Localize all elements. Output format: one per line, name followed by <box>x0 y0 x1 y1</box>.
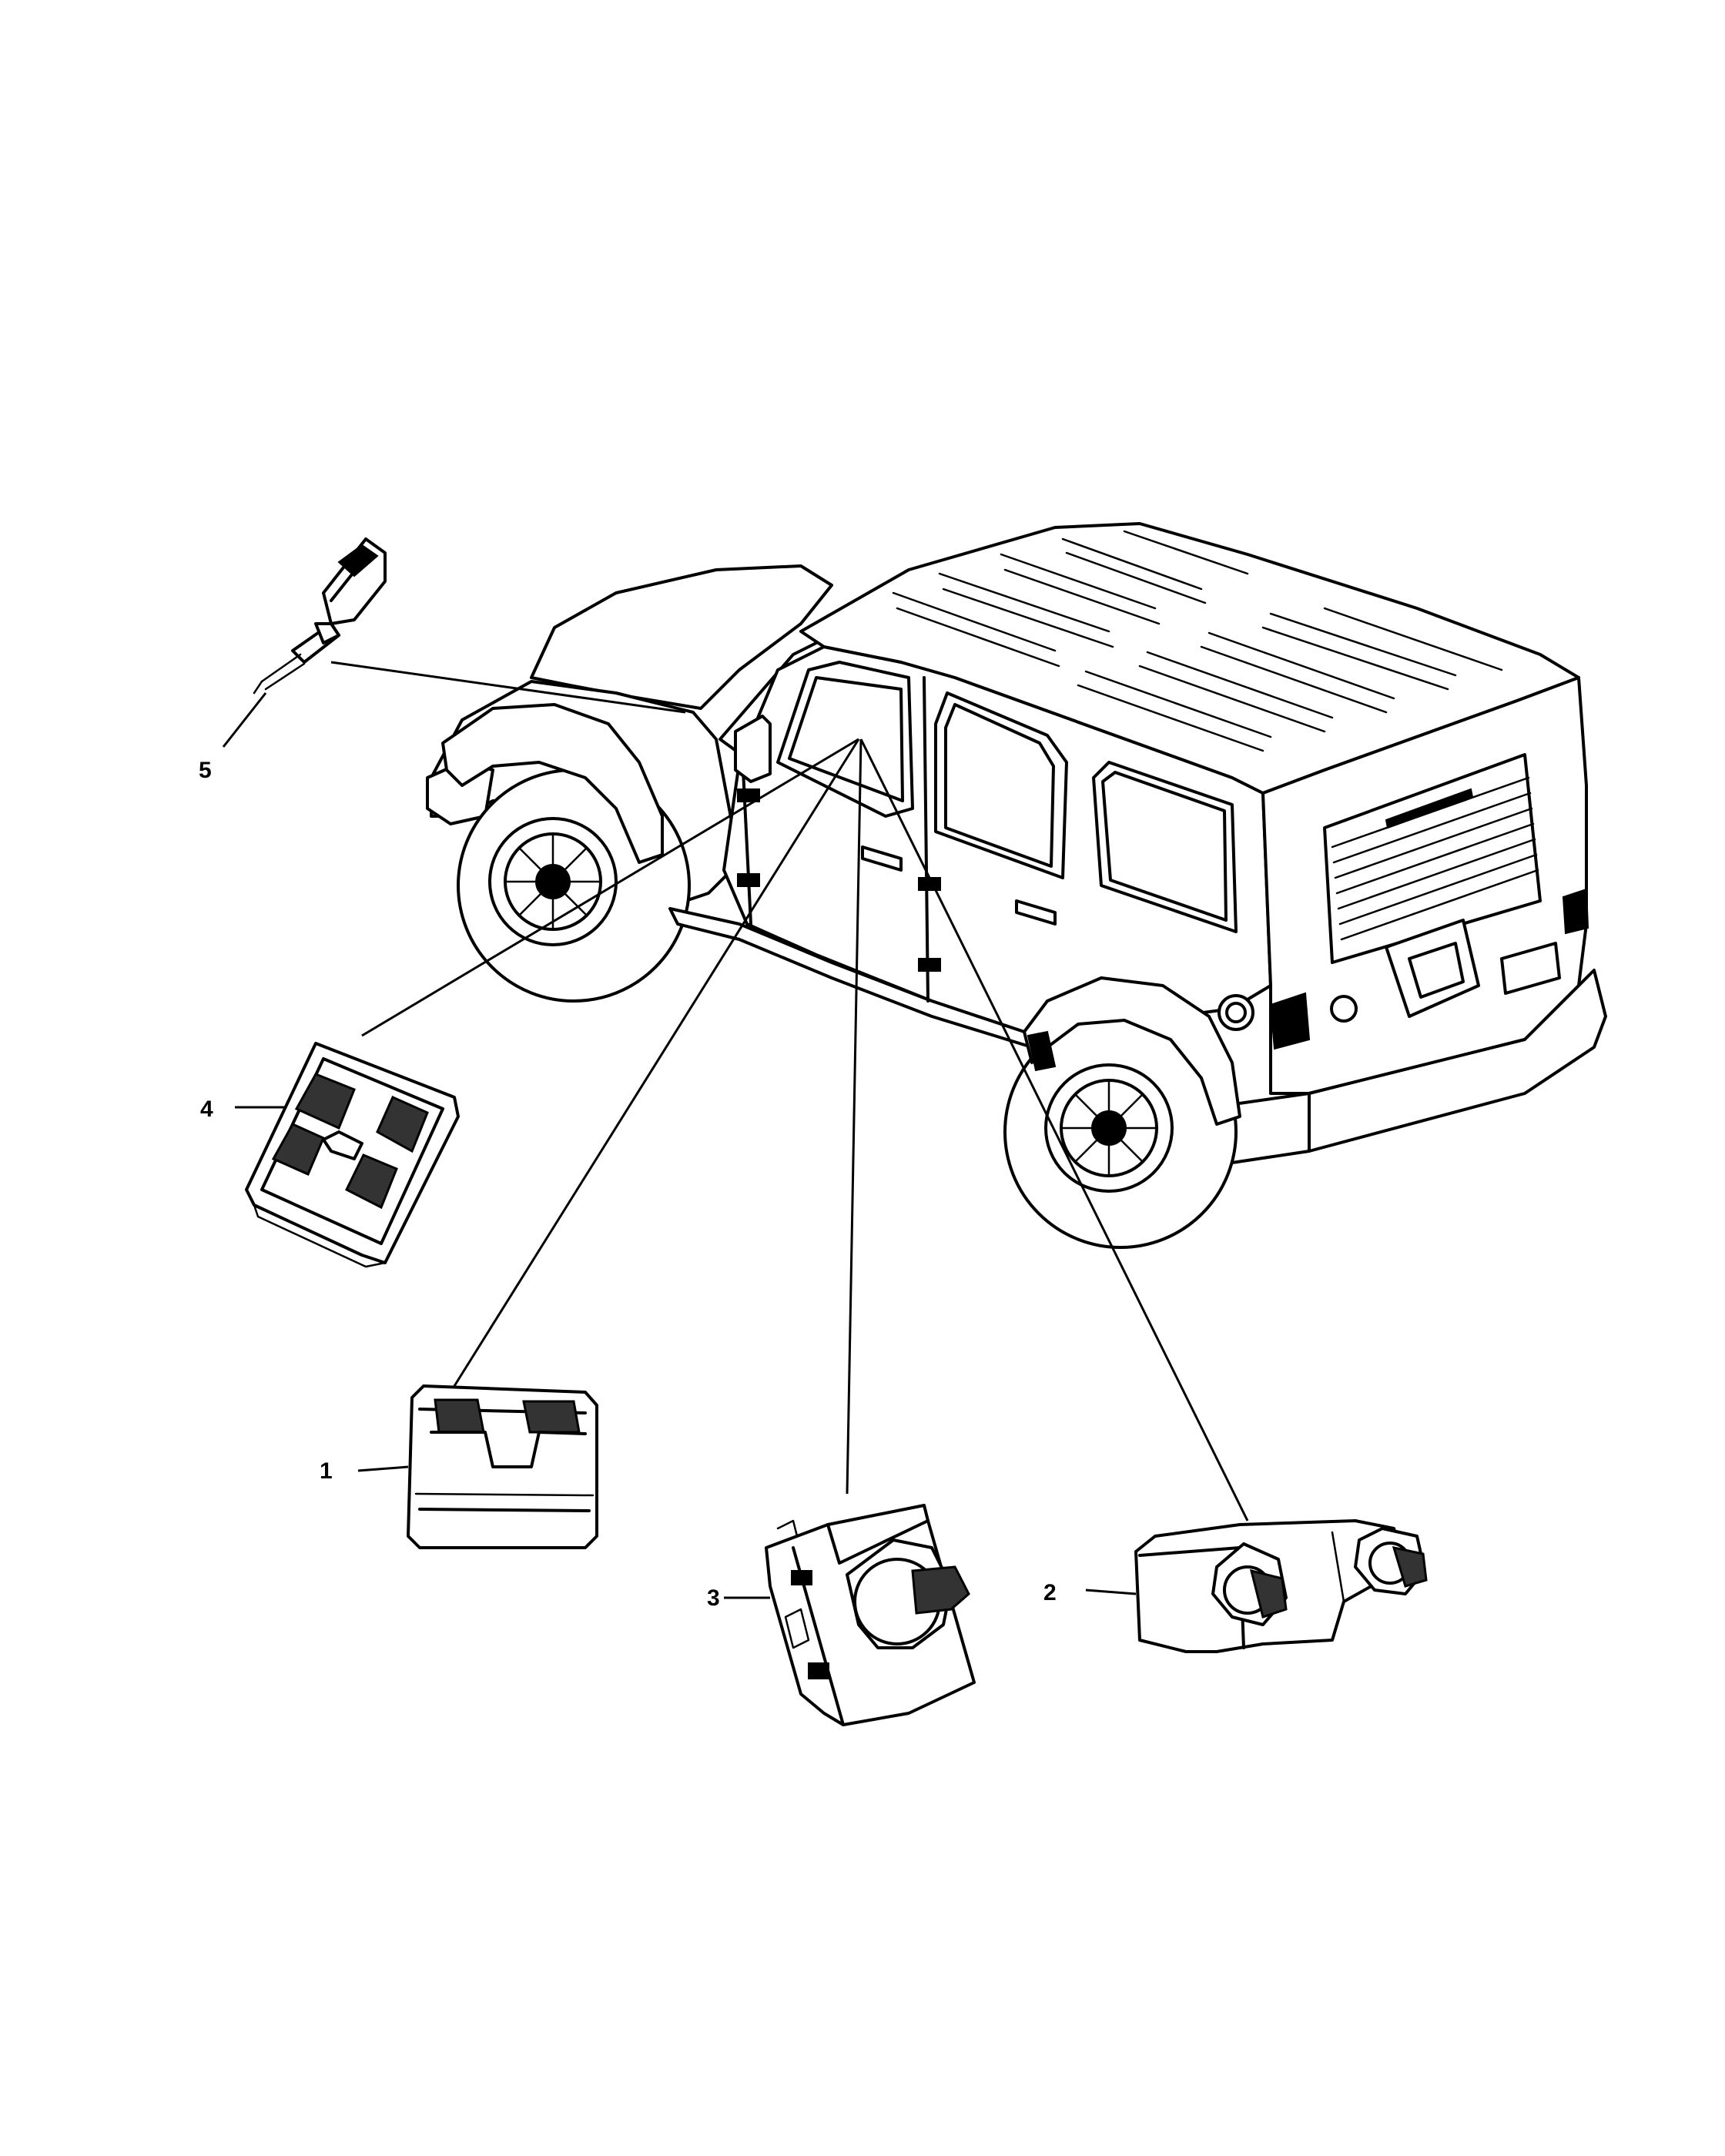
callout-1: 1 <box>320 1458 333 1484</box>
part-2-dual-switch[interactable] <box>1134 1519 1428 1653</box>
leader-line-4 <box>361 738 859 1037</box>
part-1-window-switch[interactable] <box>407 1384 598 1549</box>
callout-2: 2 <box>1043 1580 1057 1605</box>
part-4-window-switch[interactable] <box>245 1042 460 1268</box>
callout-leader-2 <box>1085 1589 1137 1595</box>
leader-line-2 <box>859 738 1249 1522</box>
leader-line-3 <box>846 738 862 1495</box>
leader-line-1 <box>453 738 860 1387</box>
callout-5: 5 <box>199 758 212 783</box>
callout-3: 3 <box>707 1585 720 1611</box>
callout-leader-1 <box>357 1465 409 1472</box>
vehicle-illustration <box>426 522 1607 1249</box>
callout-leader-5 <box>222 692 267 748</box>
leader-lines <box>330 661 1249 1522</box>
callout-4: 4 <box>200 1096 213 1122</box>
part-5-switch[interactable] <box>253 537 387 695</box>
leader-line-5 <box>330 661 686 714</box>
part-3-rotary-switch[interactable] <box>765 1504 976 1726</box>
callout-labels: 5 4 1 3 2 <box>199 758 1057 1611</box>
